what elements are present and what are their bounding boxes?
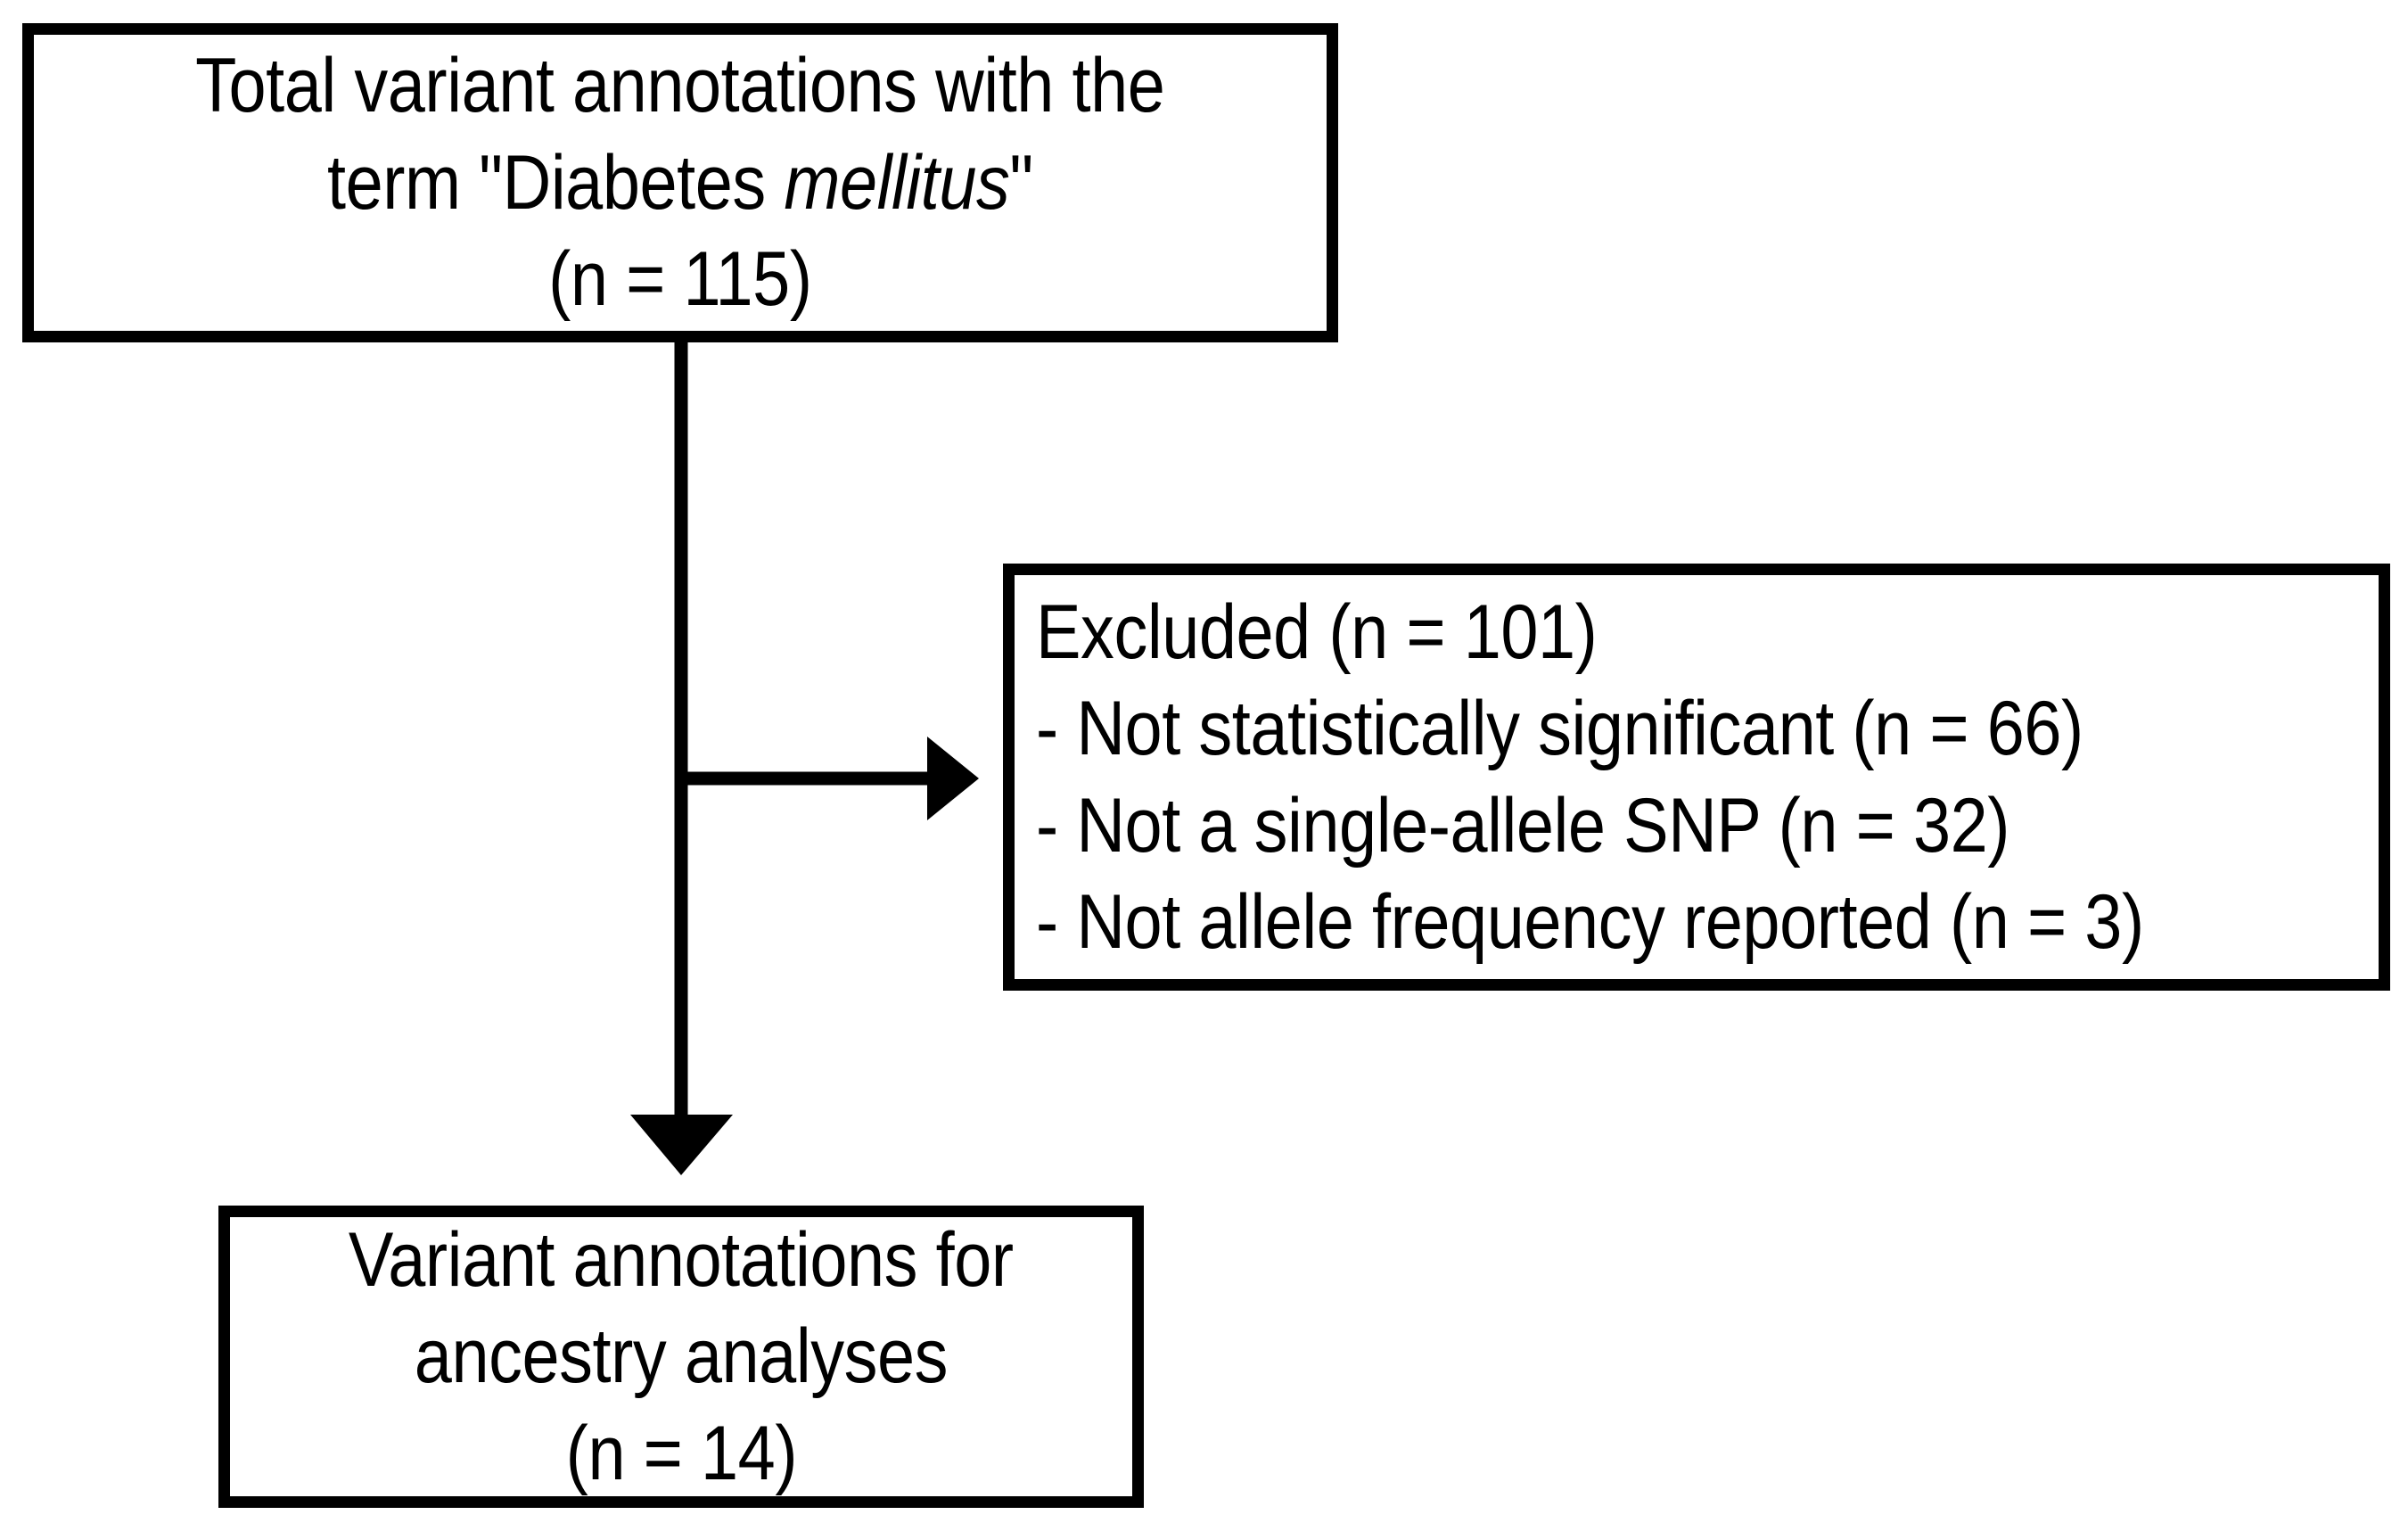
source-box-line-2-suffix: ": [1009, 139, 1033, 226]
result-box: Variant annotations for ancestry analyse…: [218, 1206, 1144, 1508]
excluded-box-heading: Excluded (n = 101): [1036, 589, 1598, 675]
source-box-line-2: term "Diabetes mellitus": [327, 135, 1033, 231]
result-box-line-2: ancestry analyses: [414, 1313, 949, 1400]
branch-arrowhead-icon: [927, 737, 979, 820]
source-box: Total variant annotations with the term …: [22, 23, 1338, 342]
result-box-count: (n = 14): [565, 1410, 797, 1496]
excluded-box: Excluded (n = 101) - Not statistically s…: [1003, 564, 2390, 991]
source-box-line-2-prefix: term "Diabetes: [327, 139, 785, 226]
excluded-reason-item: - Not allele frequency reported (n = 3): [1036, 878, 2144, 965]
result-box-line-1: Variant annotations for: [349, 1216, 1014, 1303]
terminal-arrowhead-icon: [630, 1115, 733, 1175]
source-box-count: (n = 115): [548, 236, 812, 323]
source-box-species-term: mellitus: [784, 139, 1010, 226]
excluded-reason-item: - Not statistically significant (n = 66): [1036, 686, 2083, 772]
source-box-line-1: Total variant annotations with the: [195, 43, 1165, 129]
excluded-reason-item: - Not a single-allele SNP (n = 32): [1036, 782, 2010, 869]
